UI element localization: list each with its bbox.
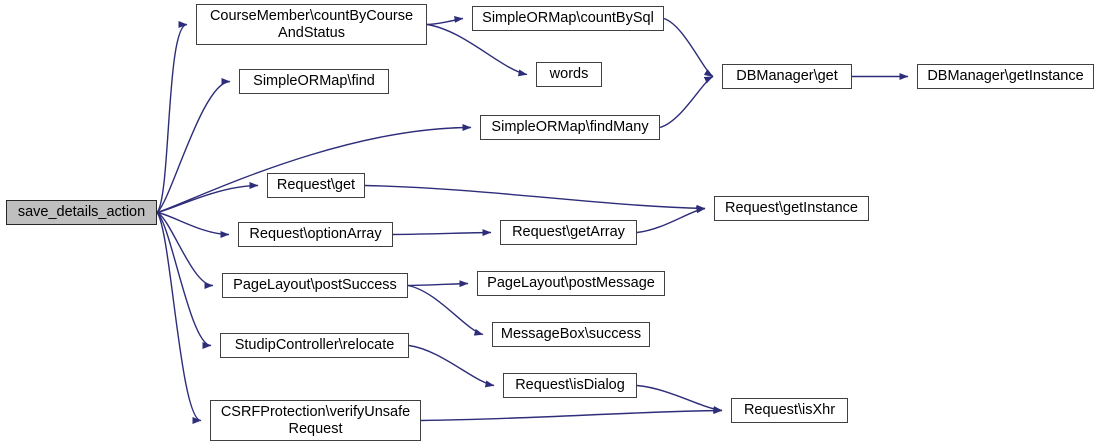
- graph-node-label: CourseMember\countByCourse AndStatus: [209, 7, 414, 41]
- graph-node-words[interactable]: words: [536, 62, 602, 87]
- graph-node-studipControllerRelocate[interactable]: StudipController\relocate: [220, 333, 409, 358]
- graph-edge-save_details_action-to-simpleORMapFindMany: [156, 124, 472, 214]
- graph-node-dbManagerGet[interactable]: DBManager\get: [722, 64, 852, 89]
- graph-edge-simpleORMapFindMany-to-dbManagerGet: [659, 75, 714, 129]
- graph-node-label: Request\getInstance: [724, 200, 858, 216]
- graph-node-courseMemberCountByCourseAndStatus[interactable]: CourseMember\countByCourse AndStatus: [196, 4, 427, 45]
- graph-node-label: words: [549, 66, 589, 82]
- graph-edge-requestGet-to-requestGetInstance: [364, 184, 706, 212]
- graph-node-csrfProtectionVerifyUnsafeRequest[interactable]: CSRFProtection\verifyUnsafe Request: [210, 400, 421, 441]
- graph-edge-save_details_action-to-pageLayoutPostSuccess: [156, 211, 214, 289]
- graph-node-save_details_action[interactable]: save_details_action: [6, 200, 157, 225]
- graph-node-label: Request\optionArray: [249, 226, 382, 242]
- graph-edge-courseMemberCountByCourseAndStatus-to-words: [426, 23, 528, 77]
- graph-edge-save_details_action-to-studipControllerRelocate: [156, 211, 212, 349]
- graph-node-label: SimpleORMap\findMany: [491, 119, 649, 135]
- graph-node-label: PageLayout\postMessage: [487, 275, 655, 291]
- graph-node-messageBoxSuccess[interactable]: MessageBox\success: [492, 322, 650, 347]
- graph-node-label: StudipController\relocate: [234, 337, 395, 353]
- graph-edge-save_details_action-to-requestGet: [156, 182, 259, 214]
- graph-edge-studipControllerRelocate-to-requestIsDialog: [408, 344, 495, 388]
- graph-edge-save_details_action-to-simpleORMapFind: [156, 78, 231, 214]
- graph-node-label: Request\getArray: [512, 224, 625, 240]
- graph-node-simpleORMapCountBySql[interactable]: SimpleORMap\countBySql: [472, 6, 664, 31]
- graph-node-label: SimpleORMap\countBySql: [482, 10, 654, 26]
- graph-edge-courseMemberCountByCourseAndStatus-to-simpleORMapCountBySql: [426, 15, 464, 26]
- graph-node-requestIsDialog[interactable]: Request\isDialog: [503, 373, 637, 398]
- graph-node-label: PageLayout\postSuccess: [233, 277, 397, 293]
- graph-node-pageLayoutPostMessage[interactable]: PageLayout\postMessage: [477, 271, 665, 296]
- graph-node-requestIsXhr[interactable]: Request\isXhr: [731, 398, 848, 423]
- graph-node-label: CSRFProtection\verifyUnsafe Request: [220, 403, 411, 437]
- graph-node-requestOptionArray[interactable]: Request\optionArray: [238, 222, 393, 247]
- graph-node-dbManagerGetInstance[interactable]: DBManager\getInstance: [917, 64, 1094, 89]
- graph-node-label: Request\get: [276, 177, 356, 193]
- graph-node-label: Request\isXhr: [743, 402, 836, 418]
- graph-node-label: SimpleORMap\find: [253, 73, 375, 89]
- graph-node-label: save_details_action: [17, 204, 146, 220]
- graph-node-label: Request\isDialog: [515, 377, 625, 393]
- graph-edge-save_details_action-to-csrfProtectionVerifyUnsafeRequest: [156, 212, 202, 424]
- graph-node-label: MessageBox\success: [500, 326, 642, 342]
- graph-edge-requestGetArray-to-requestGetInstance: [636, 206, 706, 234]
- graph-edge-pageLayoutPostSuccess-to-pageLayoutPostMessage: [407, 280, 469, 288]
- graph-node-simpleORMapFind[interactable]: SimpleORMap\find: [239, 69, 389, 94]
- graph-node-label: DBManager\getInstance: [927, 68, 1084, 84]
- graph-edge-simpleORMapCountBySql-to-dbManagerGet: [663, 17, 714, 78]
- graph-node-requestGetArray[interactable]: Request\getArray: [500, 220, 637, 245]
- graph-node-requestGetInstance[interactable]: Request\getInstance: [714, 196, 869, 221]
- graph-edge-save_details_action-to-courseMemberCountByCourseAndStatus: [156, 21, 188, 213]
- graph-node-simpleORMapFindMany[interactable]: SimpleORMap\findMany: [480, 115, 660, 140]
- graph-edge-csrfProtectionVerifyUnsafeRequest-to-requestIsXhr: [420, 407, 723, 422]
- graph-edge-requestIsDialog-to-requestIsXhr: [636, 384, 723, 413]
- graph-edge-save_details_action-to-requestOptionArray: [156, 211, 230, 238]
- graph-node-requestGet[interactable]: Request\get: [267, 173, 365, 198]
- graph-edge-requestOptionArray-to-requestGetArray: [392, 229, 492, 237]
- graph-node-label: DBManager\get: [736, 68, 838, 84]
- graph-edge-pageLayoutPostSuccess-to-messageBoxSuccess: [407, 284, 484, 336]
- graph-node-pageLayoutPostSuccess[interactable]: PageLayout\postSuccess: [222, 273, 408, 298]
